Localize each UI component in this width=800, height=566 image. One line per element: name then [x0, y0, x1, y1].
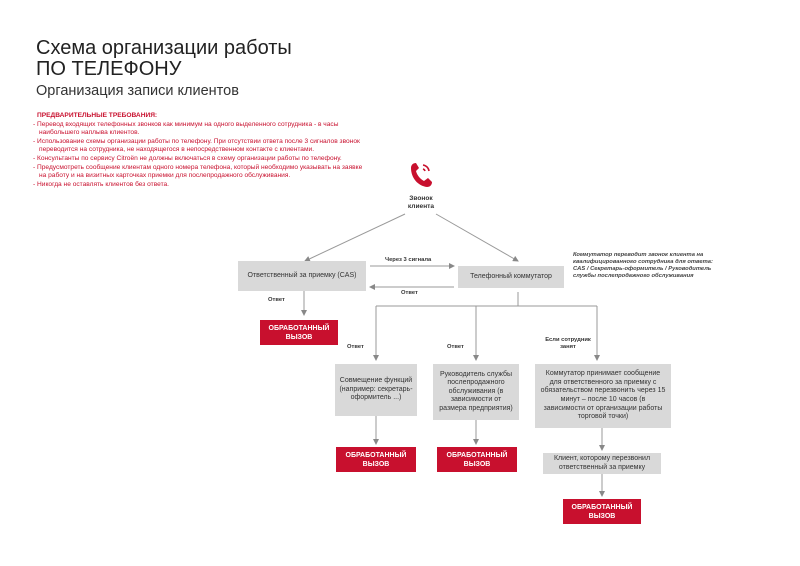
- answer-left-label: Ответ: [347, 344, 364, 350]
- title-line-1: Схема организации работы: [36, 37, 292, 59]
- requirement-item: - Консультанты по сервису Citroën не дол…: [33, 154, 342, 162]
- requirement-item: - Никогда не оставлять клиентов без отве…: [33, 180, 170, 188]
- requirement-item: - Перевод входящих телефонных звонков ка…: [33, 120, 339, 137]
- requirement-item: - Предусмотреть сообщение клиентам одног…: [33, 163, 363, 180]
- requirements-block: ПРЕДВАРИТЕЛЬНЫЕ ТРЕБОВАНИЯ: - Перевод вх…: [33, 112, 363, 189]
- requirements-heading: ПРЕДВАРИТЕЛЬНЫЕ ТРЕБОВАНИЯ:: [37, 112, 158, 119]
- switch-note: Коммутатор переводит звонок клиента на к…: [573, 252, 713, 279]
- phone-icon: [409, 161, 433, 189]
- cas-box: Ответственный за приемку (CAS): [238, 261, 366, 291]
- arrow-call-to-switch: [435, 213, 519, 262]
- processed-call-badge: ОБРАБОТАННЫЙ ВЫЗОВ: [563, 499, 641, 524]
- switchboard-box: Телефонный коммутатор: [458, 266, 564, 288]
- page-title: Схема организации работы ПО ТЕЛЕФОНУ: [36, 38, 292, 80]
- requirement-item: - Использование схемы организации работы…: [33, 137, 360, 154]
- page-subtitle: Организация записи клиентов: [36, 83, 239, 99]
- processed-call-badge: ОБРАБОТАННЫЙ ВЫЗОВ: [336, 447, 416, 472]
- arrow-call-to-cas: [304, 213, 406, 262]
- title-line-2: ПО ТЕЛЕФОНУ: [36, 58, 182, 80]
- busy-label: Если сотрудник занят: [545, 337, 591, 350]
- answer-back-label: Ответ: [401, 290, 418, 296]
- call-label: Звонок клиента: [407, 195, 435, 210]
- aftersales-manager-box: Руководитель службы послепродажного обсл…: [433, 364, 519, 420]
- callback-box: Клиент, которому перезвонил ответственны…: [543, 453, 661, 474]
- switch-message-box: Коммутатор принимает сообщение для ответ…: [535, 364, 671, 428]
- processed-call-badge: ОБРАБОТАННЫЙ ВЫЗОВ: [437, 447, 517, 472]
- answer-mid-label: Ответ: [447, 344, 464, 350]
- answer-cas-label: Ответ: [268, 297, 285, 303]
- three-rings-label: Через 3 сигнала: [385, 257, 432, 263]
- requirements-list: - Перевод входящих телефонных звонков ка…: [33, 121, 363, 190]
- combo-functions-box: Совмещение функций (например: секретарь-…: [335, 364, 417, 416]
- processed-call-badge: ОБРАБОТАННЫЙ ВЫЗОВ: [260, 320, 338, 345]
